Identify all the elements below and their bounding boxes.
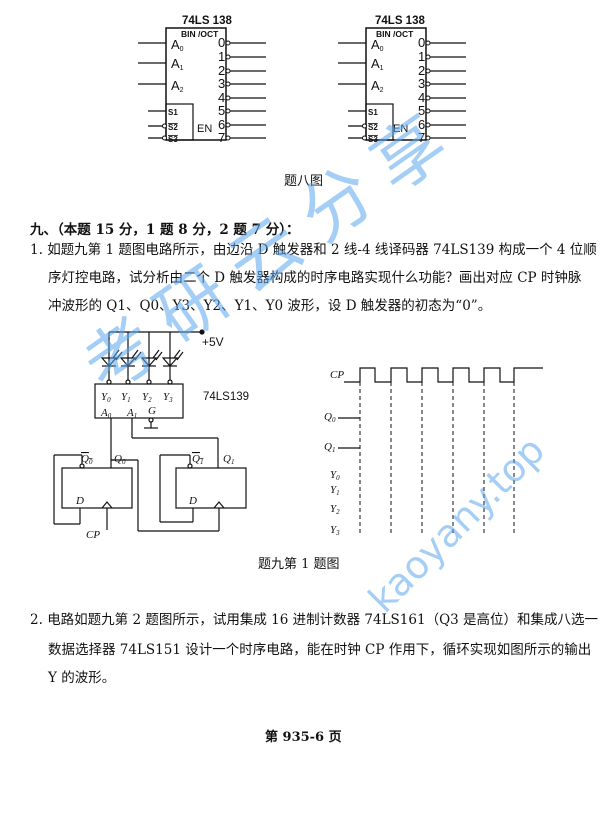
- svg-text:A0: A0: [371, 37, 384, 53]
- svg-text:Y3: Y3: [163, 391, 173, 404]
- svg-text:1: 1: [418, 49, 425, 64]
- svg-text:S1: S1: [368, 108, 378, 117]
- svg-text:A0: A0: [100, 407, 112, 420]
- svg-text:Q0: Q0: [81, 453, 93, 466]
- ff0-d-label: D: [75, 495, 84, 507]
- svg-text:6: 6: [418, 117, 425, 132]
- svg-text:S3: S3: [168, 135, 178, 144]
- question-number: 1.: [30, 242, 43, 258]
- clock-label: CP: [86, 529, 100, 541]
- figure-8-caption: 题八图: [284, 174, 324, 189]
- svg-text:Y2: Y2: [330, 503, 340, 516]
- svg-text:Q1: Q1: [192, 453, 203, 466]
- svg-text:EN: EN: [197, 123, 212, 135]
- question-line: Y 的波形。: [48, 670, 116, 686]
- svg-text:Y2: Y2: [142, 391, 152, 404]
- svg-text:3: 3: [418, 76, 425, 91]
- svg-text:3: 3: [218, 76, 225, 91]
- figure-8-diagram: 74LS 138 BIN /OCT A0 A1 A2 S1 S2 S3 EN 0…: [137, 15, 467, 145]
- ff1-d-label: D: [188, 495, 197, 507]
- svg-text:0: 0: [218, 35, 225, 50]
- svg-text:S2: S2: [368, 123, 378, 132]
- svg-text:7: 7: [218, 130, 225, 145]
- question-9-2: 2. 电路如题九第 2 题图所示，试用集成 16 进制计数器 74LS161（Q…: [30, 606, 598, 634]
- svg-text:BIN /OCT: BIN /OCT: [376, 29, 414, 39]
- svg-text:2: 2: [418, 63, 425, 78]
- svg-text:Q1: Q1: [324, 441, 335, 454]
- svg-text:1: 1: [218, 49, 225, 64]
- svg-text:Q0: Q0: [324, 411, 336, 424]
- supply-label: +5V: [202, 335, 224, 349]
- question-line: 电路如题九第 2 题图所示，试用集成 16 进制计数器 74LS161（Q3 是…: [47, 612, 599, 628]
- svg-text:Q1: Q1: [223, 453, 234, 466]
- svg-text:Q0: Q0: [114, 453, 126, 466]
- svg-text:A2: A2: [371, 78, 384, 94]
- svg-text:S2: S2: [168, 123, 178, 132]
- svg-text:0: 0: [418, 35, 425, 50]
- svg-text:2: 2: [218, 63, 225, 78]
- question-number: 2.: [30, 612, 43, 628]
- svg-text:Y1: Y1: [330, 484, 340, 497]
- svg-text:Y1: Y1: [121, 391, 131, 404]
- question-line: 冲波形的 Q1、Q0、Y3、Y2、Y1、Y0 波形，设 D 触发器的初态为“0”…: [48, 298, 492, 314]
- svg-text:A1: A1: [126, 407, 137, 420]
- svg-text:6: 6: [218, 117, 225, 132]
- svg-text:5: 5: [218, 103, 225, 118]
- svg-text:A2: A2: [171, 78, 184, 94]
- timing-diagram: [338, 367, 543, 449]
- svg-text:5: 5: [418, 103, 425, 118]
- svg-text:7: 7: [418, 130, 425, 145]
- question-line: 如题九第 1 题图电路所示，由边沿 D 触发器和 2 线-4 线译码器 74LS…: [47, 242, 597, 258]
- svg-text:Y0: Y0: [330, 469, 340, 482]
- svg-text:G: G: [148, 405, 156, 417]
- question-line: 数据选择器 74LS151 设计一个时序电路，能在时钟 CP 作用下，循环实现如…: [48, 642, 592, 658]
- svg-text:4: 4: [218, 90, 225, 105]
- decoder-label: 74LS139: [203, 391, 249, 403]
- svg-text:S1: S1: [168, 108, 178, 117]
- question-line: 序灯控电路，试分析由二个 D 触发器构成的时序电路实现什么功能？画出对应 CP …: [48, 270, 582, 286]
- svg-text:A1: A1: [371, 56, 384, 72]
- svg-text:4: 4: [418, 90, 425, 105]
- svg-text:74LS 138: 74LS 138: [182, 15, 232, 27]
- page-number: 第 935-6 页: [265, 730, 342, 745]
- svg-text:EN: EN: [393, 123, 408, 135]
- decoder-138-right: 74LS 138 BIN /OCT A0 A1 A2 S1 S2 S3 EN 0…: [337, 15, 467, 145]
- svg-text:A0: A0: [171, 37, 184, 53]
- svg-text:BIN /OCT: BIN /OCT: [181, 29, 219, 39]
- svg-text:74LS 138: 74LS 138: [375, 15, 425, 27]
- figure-9-1-caption: 题九第 1 题图: [258, 557, 340, 572]
- figure-9-1-circuit: +5V 74LS139 Y0 Y1 Y2 Y3 A0 A1 G Q0 Q0 Q1…: [53, 329, 543, 541]
- section-9-heading: 九、（本题 15 分，1 题 8 分，2 题 7 分）：: [30, 222, 300, 238]
- svg-text:Y0: Y0: [101, 391, 111, 404]
- svg-text:A1: A1: [171, 56, 184, 72]
- question-9-1: 1. 如题九第 1 题图电路所示，由边沿 D 触发器和 2 线-4 线译码器 7…: [30, 236, 597, 264]
- svg-text:Y3: Y3: [330, 524, 340, 537]
- svg-text:S3: S3: [368, 135, 378, 144]
- decoder-138-left: 74LS 138 BIN /OCT A0 A1 A2 S1 S2 S3 EN 0…: [137, 15, 267, 145]
- svg-text:CP: CP: [330, 369, 344, 381]
